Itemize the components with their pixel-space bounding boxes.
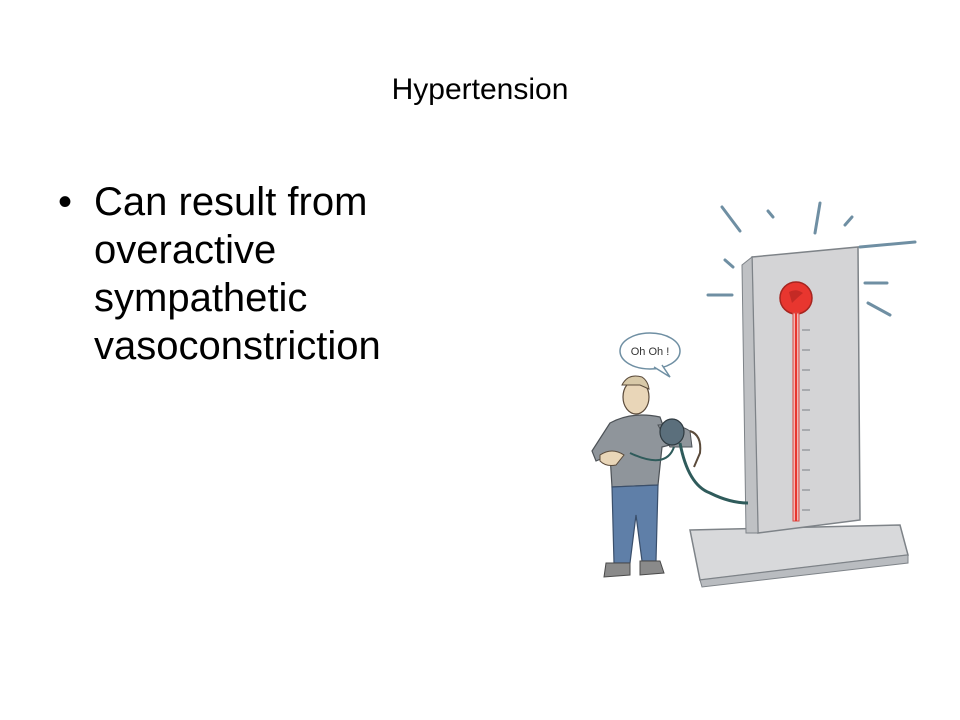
bp-cuff [659,418,685,446]
blood-pressure-illustration: Oh Oh ! [591,201,917,588]
alarm-lines [706,201,917,317]
alarm-line [720,205,742,233]
man-pants [611,484,659,564]
alarm-line [866,301,892,317]
bullet-item: • Can result from overactive sympathetic… [58,178,438,370]
mercury-gauge [779,281,813,522]
bulb-hose [629,446,675,462]
cuff-hose [678,442,749,505]
alarm-line [723,258,735,269]
alarm-line [813,201,822,235]
alarm-line [843,215,854,227]
bullet-dot-icon: • [58,180,73,224]
alarm-line [858,240,917,249]
bullet-text: Can result from overactive sympathetic v… [94,180,381,368]
speech-bubble: Oh Oh ! [619,332,681,378]
slide-title: Hypertension [391,73,569,106]
bullet-list: • Can result from overactive sympathetic… [58,178,438,370]
man-figure [591,375,702,578]
speech-bubble-text: Oh Oh ! [631,346,670,358]
alarm-line [766,209,775,219]
gauge-base [689,524,909,588]
